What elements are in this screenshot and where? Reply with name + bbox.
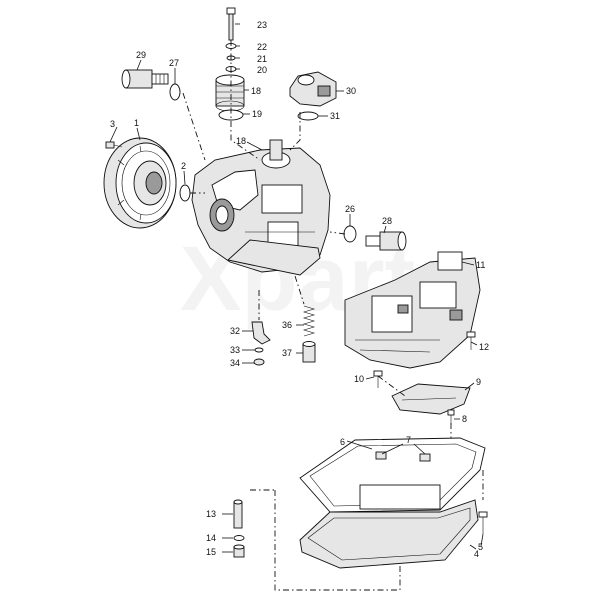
callout-29[interactable]: 29 <box>136 50 146 60</box>
transmission-housing[interactable] <box>191 139 331 276</box>
callout-19[interactable]: 19 <box>252 109 262 119</box>
callout-28[interactable]: 28 <box>382 216 392 226</box>
callout-8[interactable]: 8 <box>462 414 467 424</box>
callout-22[interactable]: 22 <box>257 42 267 52</box>
drive-flange-shaft[interactable] <box>121 69 169 89</box>
bolt[interactable] <box>373 370 383 388</box>
callout-26[interactable]: 26 <box>345 204 355 214</box>
callout-23[interactable]: 23 <box>257 20 267 30</box>
o-ring[interactable] <box>254 347 264 353</box>
callout-13[interactable]: 13 <box>206 509 216 519</box>
spring[interactable] <box>302 305 316 337</box>
top-bolt[interactable] <box>226 7 236 41</box>
cover-piston[interactable] <box>215 74 245 112</box>
callout-labels: 1 2 3 4 5 6 7 8 9 10 11 12 13 14 15 18 1… <box>110 20 489 559</box>
callout-33[interactable]: 33 <box>230 345 240 355</box>
callout-31[interactable]: 31 <box>330 111 340 121</box>
callout-30[interactable]: 30 <box>346 86 356 96</box>
callout-3[interactable]: 3 <box>110 119 115 129</box>
callout-2[interactable]: 2 <box>181 161 186 171</box>
callout-9[interactable]: 9 <box>476 377 481 387</box>
callout-32[interactable]: 32 <box>230 326 240 336</box>
o-ring[interactable] <box>297 111 319 121</box>
callout-20[interactable]: 20 <box>257 65 267 75</box>
callout-11[interactable]: 11 <box>476 260 485 270</box>
callout-27[interactable]: 27 <box>169 58 179 68</box>
assembly-lines <box>182 40 484 591</box>
bolt[interactable] <box>447 409 455 425</box>
callout-37[interactable]: 37 <box>282 348 292 358</box>
drain-plug[interactable] <box>233 544 245 558</box>
bracket[interactable] <box>251 321 271 345</box>
callout-15[interactable]: 15 <box>206 547 216 557</box>
callout-21[interactable]: 21 <box>257 54 267 64</box>
overflow-tube[interactable] <box>233 499 243 529</box>
callout-12[interactable]: 12 <box>479 342 489 352</box>
callout-5[interactable]: 5 <box>478 542 483 552</box>
oil-pan[interactable] <box>299 484 479 569</box>
bolt[interactable] <box>478 511 488 534</box>
callout-18-top[interactable]: 18 <box>251 86 261 96</box>
magnet[interactable] <box>419 453 431 462</box>
drive-flange-shaft[interactable] <box>365 231 407 251</box>
callout-7[interactable]: 7 <box>406 435 411 445</box>
callout-1[interactable]: 1 <box>134 118 139 128</box>
callout-18-housing[interactable]: 18 <box>236 136 246 146</box>
callout-34[interactable]: 34 <box>230 358 240 368</box>
callout-4[interactable]: 4 <box>474 549 479 559</box>
callout-10[interactable]: 10 <box>354 374 364 384</box>
callout-6[interactable]: 6 <box>340 437 345 447</box>
nut[interactable] <box>253 358 265 366</box>
shaft-seal[interactable] <box>169 83 181 101</box>
washer[interactable] <box>233 535 245 541</box>
piston[interactable] <box>302 341 316 363</box>
bolt[interactable] <box>466 331 476 350</box>
oil-filter[interactable] <box>391 383 471 415</box>
leader-lines <box>109 23 484 553</box>
shaft-seal[interactable] <box>343 225 357 243</box>
callout-14[interactable]: 14 <box>206 533 216 543</box>
seal-ring[interactable] <box>179 184 191 202</box>
range-sensor[interactable] <box>289 71 337 107</box>
callout-36[interactable]: 36 <box>282 320 292 330</box>
mechatronic-unit[interactable] <box>344 251 481 369</box>
magnet[interactable] <box>375 451 387 460</box>
torque-converter[interactable] <box>103 137 177 229</box>
